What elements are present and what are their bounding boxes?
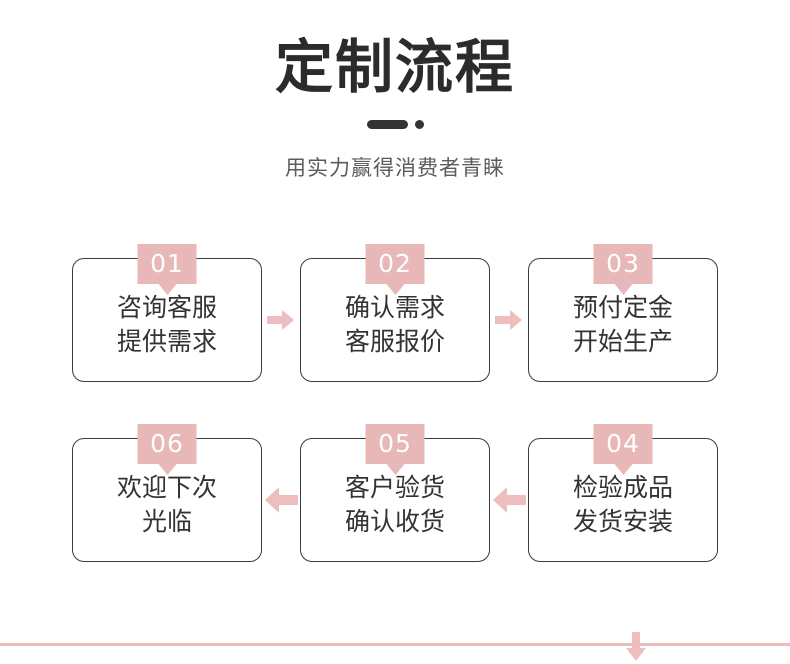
step-number-badge: 06 xyxy=(137,424,197,464)
process-flow-diagram: 01 咨询客服 提供需求 02 确认需求 客服报价 03 xyxy=(0,240,790,661)
step-number-badge: 05 xyxy=(365,424,425,464)
flow-step-01[interactable]: 01 咨询客服 提供需求 xyxy=(72,244,262,382)
flow-step-06[interactable]: 06 欢迎下次 光临 xyxy=(72,424,262,562)
flow-step-02[interactable]: 02 确认需求 客服报价 xyxy=(300,244,490,382)
step-text-line-1: 客户验货 xyxy=(344,473,445,503)
step-text: 咨询客服 提供需求 xyxy=(117,291,217,359)
step-text: 确认需求 客服报价 xyxy=(345,291,445,359)
step-text-line-2: 客服报价 xyxy=(344,327,445,356)
flow-step-05[interactable]: 05 客户验货 确认收货 xyxy=(300,424,490,562)
step-text-line-1: 咨询客服 xyxy=(116,293,217,323)
row-connector xyxy=(0,632,790,664)
step-text-line-1: 欢迎下次 xyxy=(116,473,217,503)
arrow-left-icon xyxy=(490,486,528,514)
flow-row-1: 01 咨询客服 提供需求 02 确认需求 客服报价 03 xyxy=(0,240,790,400)
page-header: 定制流程 用实力赢得消费者青睐 xyxy=(0,0,790,182)
step-number-badge: 03 xyxy=(593,244,653,284)
step-text: 预付定金 开始生产 xyxy=(573,291,673,359)
arrow-right-icon xyxy=(490,309,528,331)
step-text-line-1: 确认需求 xyxy=(344,293,445,323)
bottom-divider-rule xyxy=(0,643,790,646)
step-text: 欢迎下次 光临 xyxy=(117,471,217,539)
step-text: 检验成品 发货安装 xyxy=(573,471,673,539)
page-subtitle: 用实力赢得消费者青睐 xyxy=(285,156,505,180)
step-text: 客户验货 确认收货 xyxy=(345,471,445,539)
step-text-line-1: 检验成品 xyxy=(572,473,673,503)
dash-dot-divider-icon xyxy=(0,118,790,130)
flow-row-2: 06 欢迎下次 光临 05 客户验货 确认收货 04 xyxy=(0,420,790,580)
step-number-badge: 04 xyxy=(593,424,653,464)
step-text-line-2: 确认收货 xyxy=(344,507,445,536)
step-text-line-2: 开始生产 xyxy=(572,327,673,356)
arrow-left-icon xyxy=(262,486,300,514)
step-text-line-1: 预付定金 xyxy=(572,293,673,323)
step-text-line-2: 光临 xyxy=(141,507,192,536)
divider-dash xyxy=(366,119,408,129)
flow-step-04[interactable]: 04 检验成品 发货安装 xyxy=(528,424,718,562)
step-number-badge: 02 xyxy=(365,244,425,284)
step-text-line-2: 发货安装 xyxy=(572,507,673,536)
divider-dot xyxy=(414,119,424,129)
step-number-badge: 01 xyxy=(137,244,197,284)
arrow-right-icon xyxy=(262,309,300,331)
page-title: 定制流程 xyxy=(274,33,515,101)
flow-step-03[interactable]: 03 预付定金 开始生产 xyxy=(528,244,718,382)
arrow-down-icon xyxy=(626,632,646,661)
step-text-line-2: 提供需求 xyxy=(116,327,217,356)
